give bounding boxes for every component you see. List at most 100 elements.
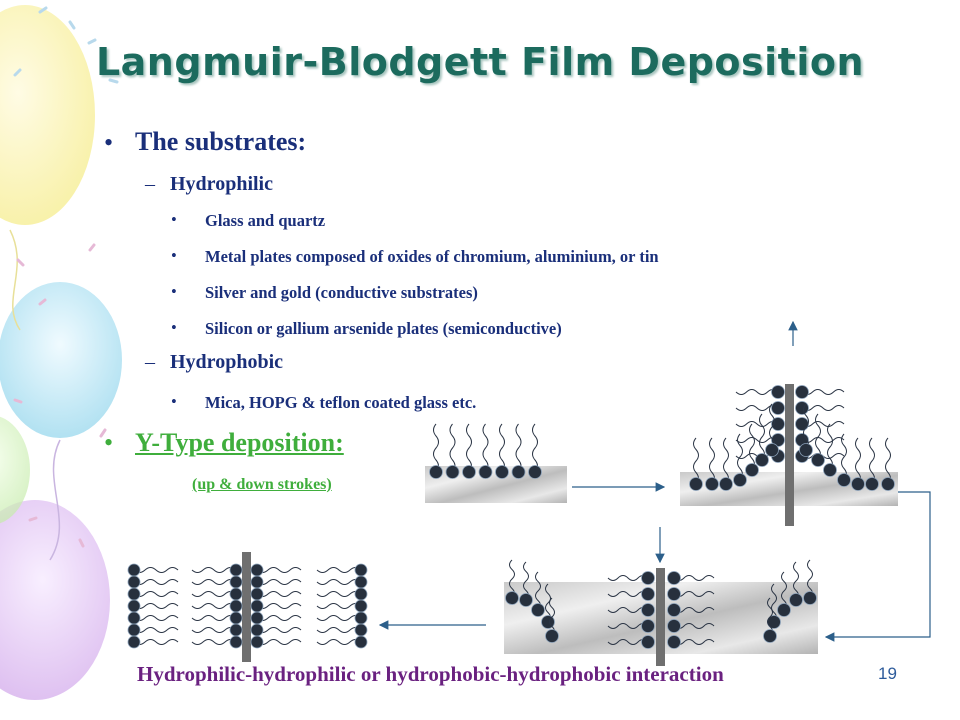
hydrophobic-label: Hydrophobic <box>170 351 283 373</box>
molecule-head <box>511 465 526 479</box>
molecule-head <box>667 587 681 601</box>
molecule-head <box>795 401 809 415</box>
molecule-head <box>803 591 817 605</box>
y-type-subtitle: (up & down strokes) <box>192 476 332 493</box>
list-item: Metal plates composed of oxides of chrom… <box>205 247 659 266</box>
molecule-tail <box>793 561 799 601</box>
molecule-head <box>667 603 681 617</box>
molecule-head <box>354 563 368 577</box>
molecule-tail <box>807 559 813 599</box>
bullet-dot: • <box>171 282 177 301</box>
molecule-tail <box>316 591 362 597</box>
substrate-plate-stage-2 <box>785 384 794 526</box>
molecule-tail <box>767 597 773 637</box>
molecule-head <box>811 453 825 467</box>
molecule-head <box>667 635 681 649</box>
molecule-tail <box>449 423 456 473</box>
molecule-head <box>777 603 791 617</box>
molecule-head <box>528 465 542 479</box>
molecule-tail <box>673 639 715 645</box>
molecule-head <box>851 477 865 491</box>
molecule-tail <box>801 389 845 395</box>
molecule-head <box>229 623 243 637</box>
molecule-head <box>354 635 368 649</box>
molecule-head <box>354 611 368 625</box>
molecule-head <box>641 571 655 585</box>
molecule-tail <box>256 579 302 585</box>
molecule-tail <box>607 607 649 613</box>
molecule-tail <box>133 627 179 633</box>
molecule-head <box>250 623 264 637</box>
molecule-head <box>462 465 476 479</box>
molecule-head <box>765 443 779 457</box>
molecule-head <box>354 587 368 601</box>
bullet-dot: • <box>171 210 177 229</box>
molecule-tail <box>855 437 861 485</box>
molecule-head <box>733 473 747 487</box>
molecule-head <box>865 477 879 491</box>
molecule-tail <box>191 603 237 609</box>
dash: – <box>145 173 155 195</box>
molecule-tail <box>673 607 715 613</box>
molecule-tail <box>737 433 743 481</box>
molecule-tail <box>316 627 362 633</box>
substrate-plate-stage-3 <box>656 568 665 666</box>
molecule-head <box>127 599 141 613</box>
molecule-head <box>795 385 809 399</box>
bullet-dot: • <box>171 392 177 411</box>
page-number: 19 <box>878 664 897 683</box>
hydrophilic-label: Hydrophilic <box>170 173 273 195</box>
molecule-tail <box>801 421 845 427</box>
molecule-head <box>545 629 559 643</box>
molecule-head <box>354 599 368 613</box>
molecule-tail <box>869 437 875 485</box>
molecule-head <box>881 477 895 491</box>
molecule-head <box>354 623 368 637</box>
substrates-heading: The substrates: <box>135 127 307 156</box>
molecule-tail <box>256 567 302 573</box>
molecule-head <box>250 563 264 577</box>
molecule-head <box>795 417 809 431</box>
list-item: Silicon or gallium arsenide plates (semi… <box>205 319 562 338</box>
molecule-head <box>229 635 243 649</box>
molecule-tail <box>466 423 472 473</box>
molecule-tail <box>523 561 529 601</box>
molecule-head <box>755 453 769 467</box>
molecule-tail <box>256 639 302 645</box>
molecule-head <box>127 575 141 589</box>
molecule-head <box>250 635 264 649</box>
molecule-head <box>354 575 368 589</box>
molecule-tail <box>549 597 555 637</box>
molecule-head <box>250 599 264 613</box>
molecule-head <box>127 587 141 601</box>
molecule-head <box>445 465 460 479</box>
molecule-tail <box>133 567 179 573</box>
molecule-tail <box>256 627 302 633</box>
molecule-tail <box>607 623 649 629</box>
molecule-head <box>823 463 837 477</box>
return-arrow <box>824 491 931 642</box>
caption: Hydrophilic-hydrophilic or hydrophobic-h… <box>137 662 724 686</box>
molecule-head <box>641 587 655 601</box>
molecule-head <box>127 635 141 649</box>
molecule-head <box>250 575 264 589</box>
molecule-tail <box>735 421 779 427</box>
molecule-tail <box>749 423 755 471</box>
molecule-head <box>771 401 785 415</box>
molecule-head <box>641 619 655 633</box>
molecule-head <box>495 465 509 479</box>
bullet-dot: • <box>171 246 177 265</box>
molecule-tail <box>532 423 538 473</box>
molecule-tail <box>256 615 302 621</box>
molecule-tail <box>759 413 765 461</box>
molecule-tail <box>256 591 302 597</box>
molecule-tail <box>191 627 237 633</box>
molecule-head <box>127 563 141 577</box>
molecule-tail <box>535 571 541 611</box>
molecule-head <box>789 593 803 607</box>
molecule-head <box>250 587 264 601</box>
list-item: Glass and quartz <box>205 211 326 230</box>
molecule-tail <box>607 575 649 581</box>
molecule-head <box>689 477 703 491</box>
molecule-tail <box>256 603 302 609</box>
